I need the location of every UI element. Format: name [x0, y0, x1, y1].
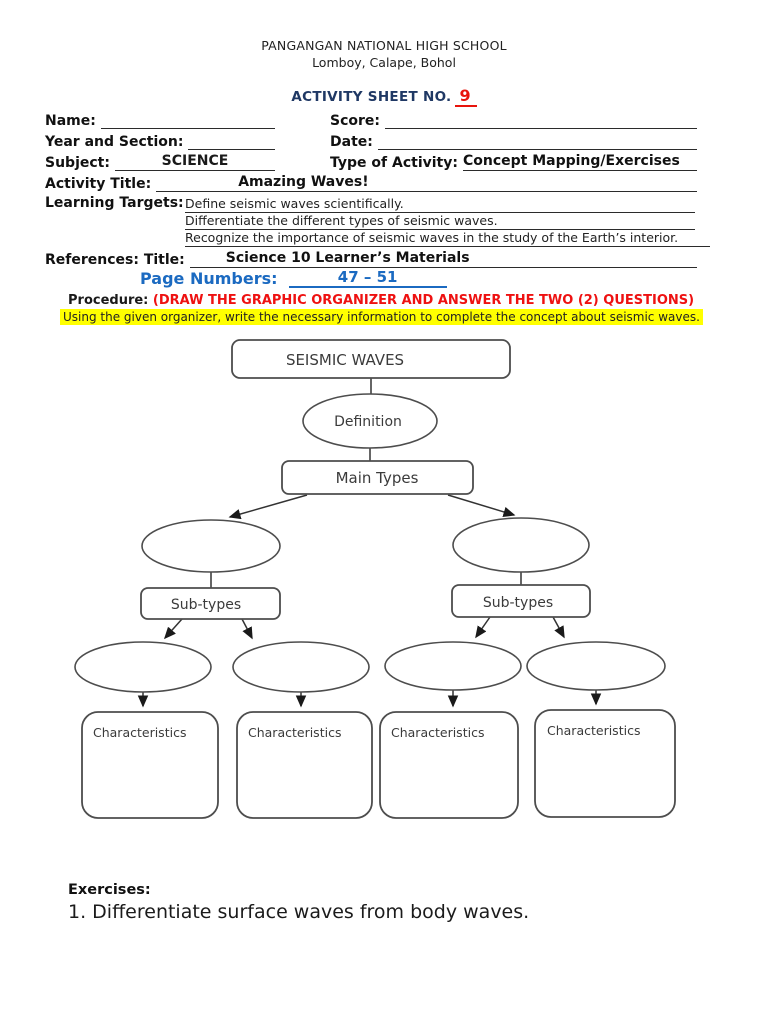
main-type-blank-ellipse-right [452, 517, 590, 573]
school-name: PANGANGAN NATIONAL HIGH SCHOOL [261, 38, 507, 53]
learning-targets-label: Learning Targets: [45, 195, 184, 211]
school-address: Lomboy, Calape, Bohol [312, 55, 456, 70]
concept-map-diagram: SEISMIC WAVES Definition Main Types Sub-… [74, 339, 676, 819]
characteristics-label-1: Characteristics [93, 725, 186, 740]
connector-arrow [552, 616, 565, 639]
subtype-blank-ellipse-4 [526, 641, 666, 691]
subtypes-node-box-left [140, 587, 281, 620]
learning-target-3: Recognize the importance of seismic wave… [185, 230, 710, 247]
year-section-row: Year and Section: [45, 131, 275, 150]
subtype-blank-ellipse-1 [74, 641, 212, 693]
definition-node-label: Definition [334, 414, 402, 430]
procedure-label: Procedure: [68, 293, 149, 308]
characteristics-box-2 [236, 711, 373, 819]
subtype-blank-ellipse-3 [384, 641, 522, 691]
type-of-activity-value: Concept Mapping/Exercises [462, 153, 697, 171]
exercises-heading: Exercises: [68, 882, 151, 898]
main-types-node-label: Main Types [336, 469, 419, 487]
score-underline [385, 111, 697, 129]
procedure-note-highlighted: Using the given organizer, write the nec… [60, 309, 703, 325]
procedure-instruction: (DRAW THE GRAPHIC ORGANIZER AND ANSWER T… [152, 293, 695, 308]
type-of-activity-row: Type of Activity: Concept Mapping/Exerci… [330, 152, 697, 171]
score-label: Score: [330, 113, 380, 129]
subtype-blank-ellipse-2 [232, 641, 370, 693]
exercise-item-1: 1. Differentiate surface waves from body… [68, 901, 530, 923]
characteristics-box-3 [379, 711, 519, 819]
subtypes-node-box-right [451, 584, 591, 618]
date-underline [377, 132, 697, 150]
activity-title-value: Amazing Waves! [156, 174, 697, 192]
connector-arrow [475, 616, 491, 639]
definition-node-ellipse [302, 393, 438, 449]
sheet-number: 9 [455, 86, 477, 107]
date-label: Date: [330, 134, 373, 150]
year-section-underline [188, 132, 275, 150]
score-row: Score: [330, 110, 697, 129]
characteristics-label-3: Characteristics [391, 725, 484, 740]
learning-target-1: Define seismic waves scientifically. [185, 196, 695, 213]
type-of-activity-label: Type of Activity: [330, 155, 458, 171]
references-value: Science 10 Learner’s Materials [189, 250, 697, 268]
connector-arrow [163, 618, 183, 640]
activity-title-row: Activity Title: Amazing Waves! [45, 173, 697, 192]
page-numbers-label: Page Numbers: [140, 269, 278, 288]
year-section-label: Year and Section: [45, 134, 184, 150]
sheet-title: ACTIVITY SHEET NO. [291, 89, 452, 105]
references-label: References: Title: [45, 252, 185, 268]
date-row: Date: [330, 131, 697, 150]
learning-target-2: Differentiate the different types of sei… [185, 213, 695, 230]
connector-arrow [241, 618, 253, 640]
subject-underline: SCIENCE [114, 153, 275, 171]
sheet-title-row: ACTIVITY SHEET NO.9 [0, 86, 768, 107]
characteristics-box-4 [534, 709, 676, 818]
connector-arrow [228, 494, 308, 520]
subject-label: Subject: [45, 155, 110, 171]
root-node-box [231, 339, 511, 379]
characteristics-box-1 [81, 711, 219, 819]
name-label: Name: [45, 113, 96, 129]
root-node-label: SEISMIC WAVES [286, 351, 404, 369]
subtypes-node-label-right: Sub-types [483, 595, 553, 611]
page-numbers-value: 47 – 51 [288, 268, 447, 288]
characteristics-label-2: Characteristics [248, 725, 341, 740]
activity-title-label: Activity Title: [45, 176, 152, 192]
page-numbers-row: Page Numbers: 47 – 51 [140, 268, 447, 288]
main-type-blank-ellipse-left [141, 519, 281, 573]
characteristics-label-4: Characteristics [547, 723, 640, 738]
main-types-node-box [281, 460, 474, 495]
subject-row: Subject: SCIENCE [45, 152, 275, 171]
subject-value: SCIENCE [161, 153, 229, 169]
subtypes-node-label-left: Sub-types [171, 597, 241, 613]
name-underline [100, 111, 275, 129]
connector-arrow [447, 494, 516, 517]
references-row: References: Title: Science 10 Learner’s … [45, 249, 697, 268]
name-row: Name: [45, 110, 275, 129]
procedure-row: Procedure: (DRAW THE GRAPHIC ORGANIZER A… [68, 293, 694, 308]
